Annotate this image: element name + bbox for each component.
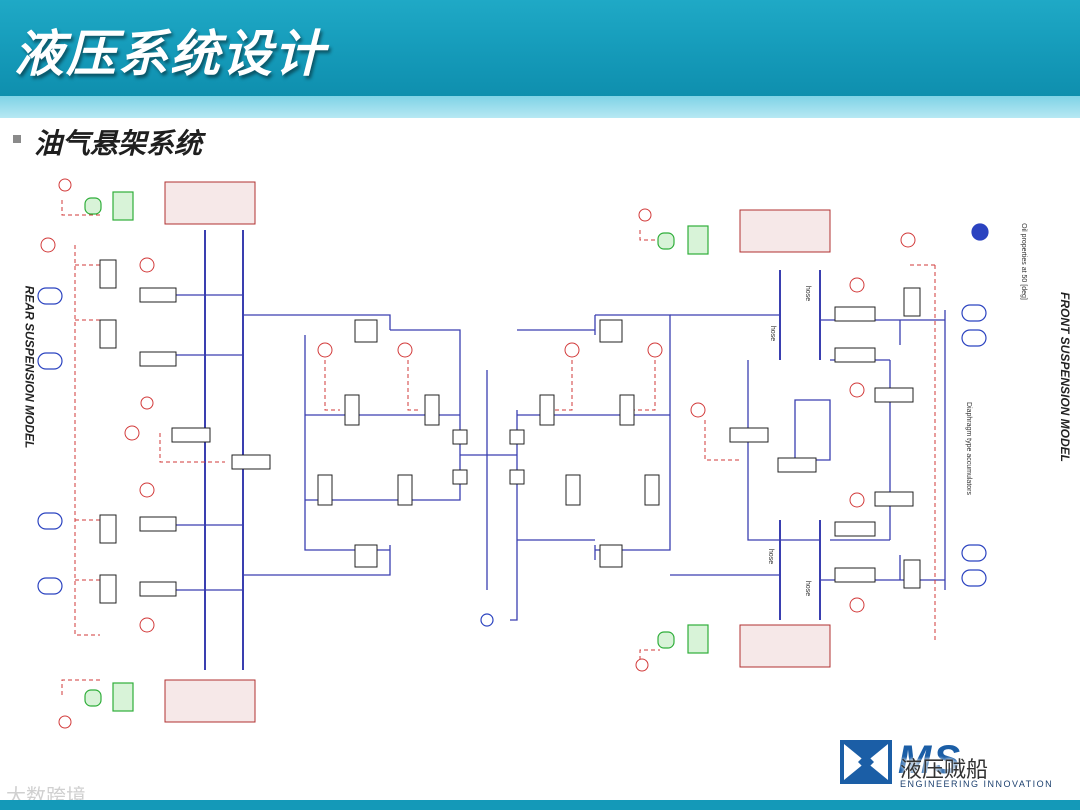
hydraulic-lines xyxy=(175,230,946,670)
logo-tagline: ENGINEERING INNOVATION xyxy=(900,779,1054,789)
hose-label-3: hose xyxy=(767,548,775,565)
valve-components xyxy=(99,259,921,604)
accumulator-note: Diaphragm type accumulators xyxy=(965,402,972,495)
port-symbols xyxy=(37,223,989,627)
front-suspension-label: FRONT SUSPENSION MODEL xyxy=(1058,291,1073,463)
hose-label-2: hose xyxy=(769,325,777,342)
hose-label-1: hose xyxy=(804,285,812,302)
wechat-account-label: 液压贼船 xyxy=(900,758,989,783)
rear-suspension-label: REAR SUSPENSION MODEL xyxy=(22,285,37,449)
slide-subtitle: 油气悬架系统 xyxy=(34,127,203,160)
ms-logo-mark-icon xyxy=(840,740,892,784)
bullet-square-icon xyxy=(13,135,21,143)
oil-properties-note: Oil properties at 50 [deg] xyxy=(1019,223,1027,300)
spring-damper-mass xyxy=(84,191,709,712)
suspension-cylinder-blocks xyxy=(164,181,831,723)
title-bar xyxy=(0,0,1080,96)
footer-bar xyxy=(0,800,1080,810)
signal-lines xyxy=(61,200,936,695)
ms-logo-text: MS xyxy=(898,738,962,782)
slide-title: 液压系统设计 xyxy=(14,25,326,83)
title-bar-accent xyxy=(0,96,1080,118)
hydraulic-schematic xyxy=(37,178,989,729)
sensor-circles xyxy=(40,178,916,729)
hose-label-4: hose xyxy=(804,580,812,597)
